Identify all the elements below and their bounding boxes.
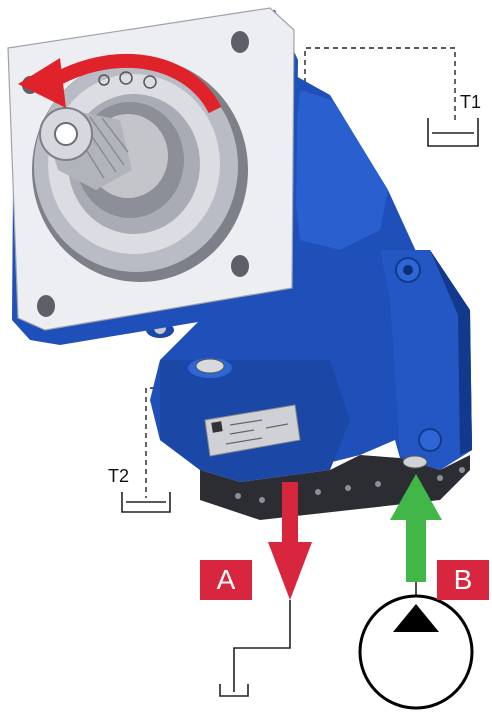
drain-line-t2 [145,372,203,498]
tank-return-icon [219,684,249,697]
return-line [233,600,291,692]
tank-t2-icon [121,492,171,513]
rotation-arrow-icon [18,54,222,114]
tank-t1-label: T1 [460,92,482,112]
drain-line-t1 [304,47,456,122]
shaft-bearing [32,58,248,282]
port-b-arrow [390,474,442,582]
port-a-arrow [268,482,312,600]
tank-t1-icon [427,118,479,147]
tank-t2-label: T2 [108,466,130,486]
pump-symbol-icon [358,594,474,710]
port-a-label: A [200,560,252,600]
port-b-label: B [437,560,489,600]
